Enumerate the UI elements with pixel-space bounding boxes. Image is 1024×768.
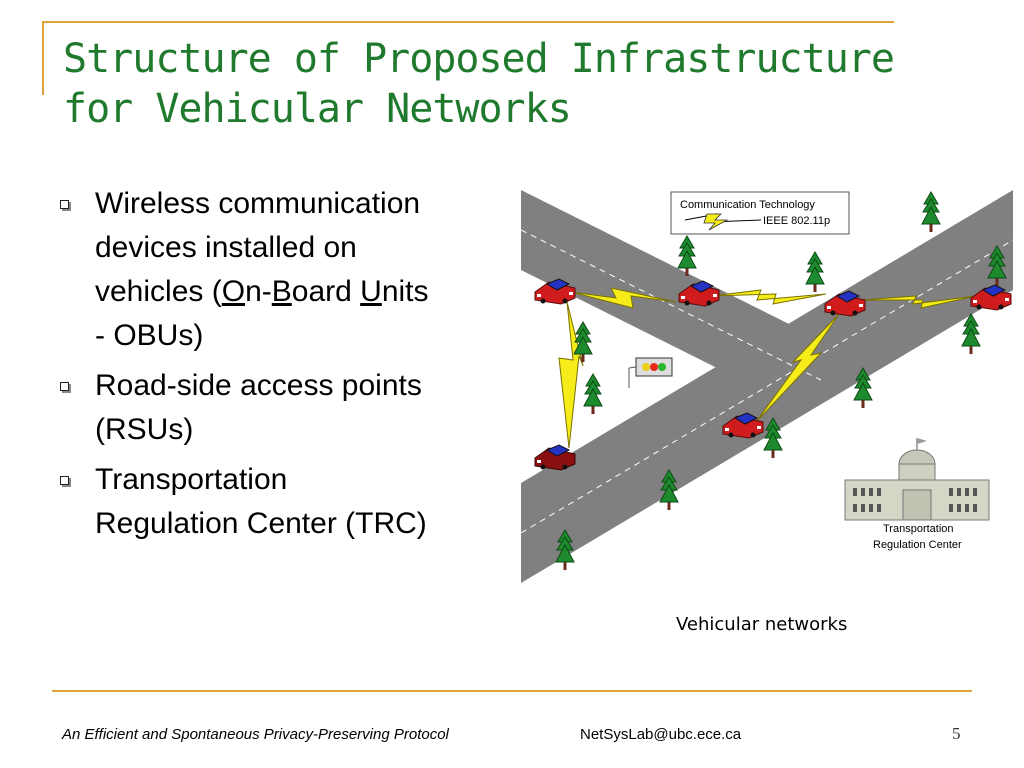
title-line-1: Structure of Proposed Infrastructure bbox=[63, 36, 895, 82]
tree-icon bbox=[921, 191, 941, 233]
bullet-list: Wireless communication devices installed… bbox=[60, 182, 510, 552]
tree-icon bbox=[961, 313, 981, 355]
bullet-obu-t1: n- bbox=[245, 275, 272, 308]
bottom-accent-line bbox=[52, 690, 972, 692]
bullet-trc: Transportation Regulation Center (TRC) bbox=[60, 458, 510, 546]
trc-label-line1: Transportation bbox=[883, 523, 954, 535]
bullet-obu-line3-pre: vehicles ( bbox=[95, 275, 222, 308]
bullet-trc-line1: Transportation bbox=[95, 463, 288, 496]
bullet-obu-line2: devices installed on bbox=[95, 231, 357, 264]
bullet-trc-line2: Regulation Center (TRC) bbox=[95, 507, 427, 540]
comm-standard-label: IEEE 802.11p bbox=[763, 215, 830, 227]
bullet-square-icon bbox=[60, 200, 69, 209]
bullet-rsu: Road-side access points (RSUs) bbox=[60, 364, 510, 452]
page-number: 5 bbox=[952, 724, 961, 743]
comm-tech-box bbox=[670, 191, 850, 235]
road-upper-right bbox=[671, 290, 861, 400]
bullet-rsu-line1: Road-side access points bbox=[95, 369, 422, 402]
bullet-obu-u2: B bbox=[271, 275, 292, 308]
vehicular-network-illustration: Communication Technology IEEE 802.11p bbox=[521, 190, 1013, 583]
bullet-square-icon bbox=[60, 382, 69, 391]
car-icon bbox=[534, 444, 576, 471]
footer-presentation-title: An Efficient and Spontaneous Privacy-Pre… bbox=[62, 726, 449, 743]
comm-tech-label: Communication Technology bbox=[680, 199, 815, 211]
footer-email: NetSysLab@ubc.ece.ca bbox=[580, 726, 742, 743]
bullet-obu-t3: nits bbox=[381, 275, 429, 308]
figure-caption: Vehicular networks bbox=[676, 614, 848, 635]
title-line-2: for Vehicular Networks bbox=[63, 86, 572, 132]
left-accent-line bbox=[42, 21, 44, 95]
bullet-obu-t2: oard bbox=[291, 275, 361, 308]
road-divider-main bbox=[521, 239, 1013, 534]
bullet-obu-line1: Wireless communication bbox=[95, 187, 421, 220]
comm-legend-lightning-fill bbox=[703, 213, 729, 231]
bullet-obu-line4: - OBUs) bbox=[95, 319, 204, 352]
bullet-rsu-line2: (RSUs) bbox=[95, 413, 194, 446]
bullet-obu-u3: U bbox=[360, 275, 382, 308]
trc-label-line2: Regulation Center bbox=[873, 539, 962, 551]
bullet-square-icon bbox=[60, 476, 69, 485]
top-accent-line bbox=[42, 21, 894, 23]
bullet-obu: Wireless communication devices installed… bbox=[60, 182, 510, 358]
lightning-link-icon bbox=[558, 287, 977, 449]
road-divider-cross bbox=[521, 229, 822, 381]
bullet-obu-u1: O bbox=[221, 275, 246, 308]
slide-title: Structure of Proposed Infrastructure for… bbox=[63, 34, 963, 134]
tree-icon bbox=[805, 251, 825, 293]
road-curb-white bbox=[621, 355, 633, 395]
tree-icon bbox=[583, 373, 603, 415]
building-icon bbox=[844, 438, 990, 521]
